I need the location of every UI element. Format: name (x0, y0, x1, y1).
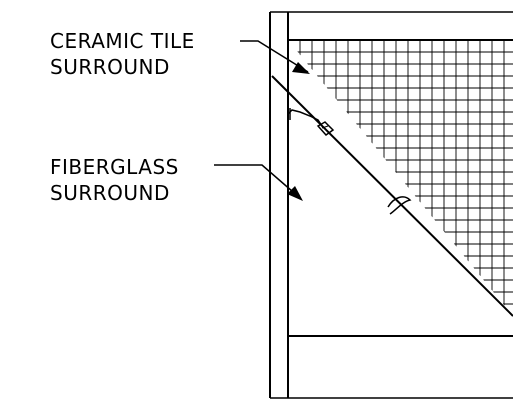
ceramic-tile-arrowhead-icon (292, 62, 310, 74)
fiberglass-arrowhead-icon (287, 186, 303, 201)
fiberglass-leader-line (214, 164, 301, 199)
ceramic-tile-label-line1: CERAMIC TILE (50, 29, 195, 53)
shower-head-icon (287, 108, 335, 137)
diagonal-boundary-line (271, 75, 513, 317)
ceramic-tile-grid (288, 40, 513, 316)
fiberglass-label-line1: FIBERGLASS (50, 155, 179, 179)
break-symbol-icon (387, 196, 412, 215)
ceramic-tile-leader-line (240, 40, 309, 73)
ceramic-tile-label-line2: SURROUND (50, 55, 170, 79)
wall-frame (269, 11, 513, 399)
fiberglass-label-line2: SURROUND (50, 181, 170, 205)
